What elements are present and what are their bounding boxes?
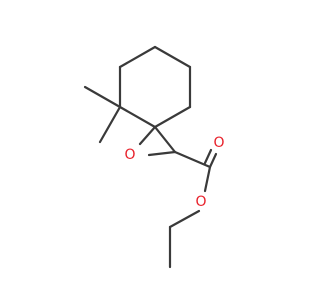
atom-label-carbonyl-oxygen: O — [213, 135, 224, 151]
bond-carbonyl-double-2 — [203, 148, 213, 165]
bond-carbonyl-double-1 — [208, 152, 218, 169]
bond-ring-4 — [153, 105, 192, 129]
bond-methyl-2 — [98, 105, 122, 144]
bond-carbonyl-carbon — [173, 150, 212, 169]
structure-diagram: O O O — [83, 45, 225, 269]
bond-methyl-1 — [83, 85, 122, 109]
bond-epoxide-c-c — [153, 125, 177, 154]
atom-label-ester-oxygen: O — [195, 194, 206, 210]
atom-label-epoxide-oxygen: O — [124, 147, 135, 163]
bond-ester-c-o — [203, 165, 212, 193]
bond-epoxide-c-o — [138, 125, 157, 146]
bond-ester-o-ch2 — [168, 209, 201, 229]
bond-ring-2 — [153, 45, 192, 69]
molecule-structure: O O O — [83, 45, 225, 269]
bond-epoxide-o-c — [147, 150, 177, 157]
bond-ring-1 — [118, 45, 157, 69]
bond-ring-5 — [118, 105, 157, 129]
